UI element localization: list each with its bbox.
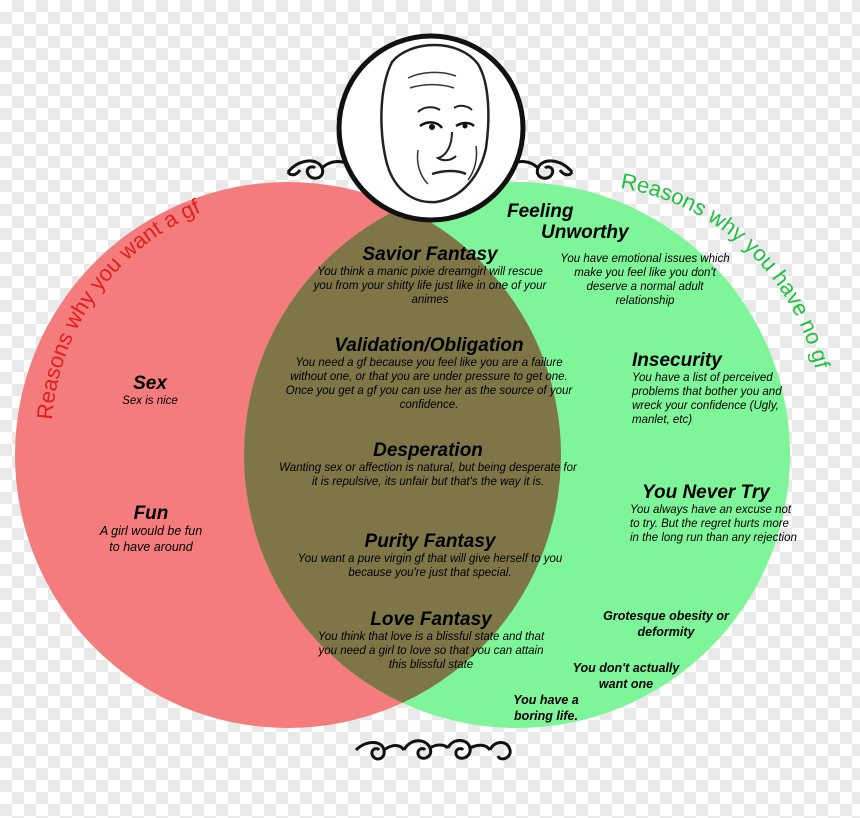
right-item-insecurity: Insecurity You have a list of perceived …	[632, 350, 792, 427]
top-right-scroll-ornament-icon	[509, 159, 574, 180]
item-heading-line2: Unworthy	[541, 222, 629, 243]
item-description: You always have an excuse not to try. Bu…	[630, 504, 797, 544]
left-item-sex: Sex Sex is nice	[85, 373, 215, 408]
overlap-region	[244, 182, 561, 728]
item-heading: Love Fantasy	[370, 609, 492, 630]
item-heading: Desperation	[373, 440, 483, 461]
center-item-desperation: Desperation Wanting sex or affection is …	[278, 440, 578, 489]
center-item-validation-obligation: Validation/Obligation You need a gf beca…	[280, 335, 578, 412]
item-description: You need a gf because you feel like you …	[285, 357, 573, 411]
item-description: Wanting sex or affection is natural, but…	[279, 462, 577, 488]
item-heading: Purity Fantasy	[364, 531, 496, 552]
item-heading: You Never Try	[642, 482, 770, 503]
item-heading: Fun	[133, 503, 169, 524]
right-minor-boring-life: You have a boring life.	[513, 693, 579, 723]
top-left-scroll-ornament-icon	[286, 159, 351, 180]
center-item-savior-fantasy: Savior Fantasy You think a manic pixie d…	[310, 244, 550, 307]
bottom-scroll-ornament-icon	[354, 739, 512, 761]
wojak-face-icon	[336, 33, 526, 223]
right-item-you-never-try: You Never Try You always have an excuse …	[630, 482, 800, 545]
item-heading: Savior Fantasy	[362, 244, 498, 265]
item-description: You have emotional issues which make you…	[560, 253, 730, 307]
right-item-feeling-unworthy-desc: You have emotional issues which make you…	[560, 252, 730, 308]
right-minor-grotesque-obesity: Grotesque obesity or deformity	[603, 609, 729, 639]
item-heading: Validation/Obligation	[334, 335, 524, 356]
item-description: A girl would be fun to have around	[99, 524, 203, 554]
item-description: You think that love is a blissful state …	[317, 631, 545, 671]
center-item-purity-fantasy: Purity Fantasy You want a pure virgin gf…	[284, 531, 576, 580]
item-heading: Sex	[133, 373, 167, 394]
item-description: Sex is nice	[122, 395, 178, 407]
item-description: You have a list of perceived problems th…	[632, 372, 782, 426]
right-item-feeling-unworthy: Feeling Unworthy	[505, 201, 705, 243]
center-item-love-fantasy: Love Fantasy You think that love is a bl…	[316, 609, 546, 672]
item-description: You want a pure virgin gf that will give…	[297, 553, 563, 579]
right-minor-dont-want-one: You don't actually want one	[572, 661, 680, 691]
left-item-fun: Fun A girl would be fun to have around	[96, 503, 206, 555]
item-description: You think a manic pixie dreamgirl will r…	[313, 266, 547, 306]
item-heading-line1: Feeling	[507, 201, 574, 222]
item-heading: Insecurity	[632, 350, 722, 371]
